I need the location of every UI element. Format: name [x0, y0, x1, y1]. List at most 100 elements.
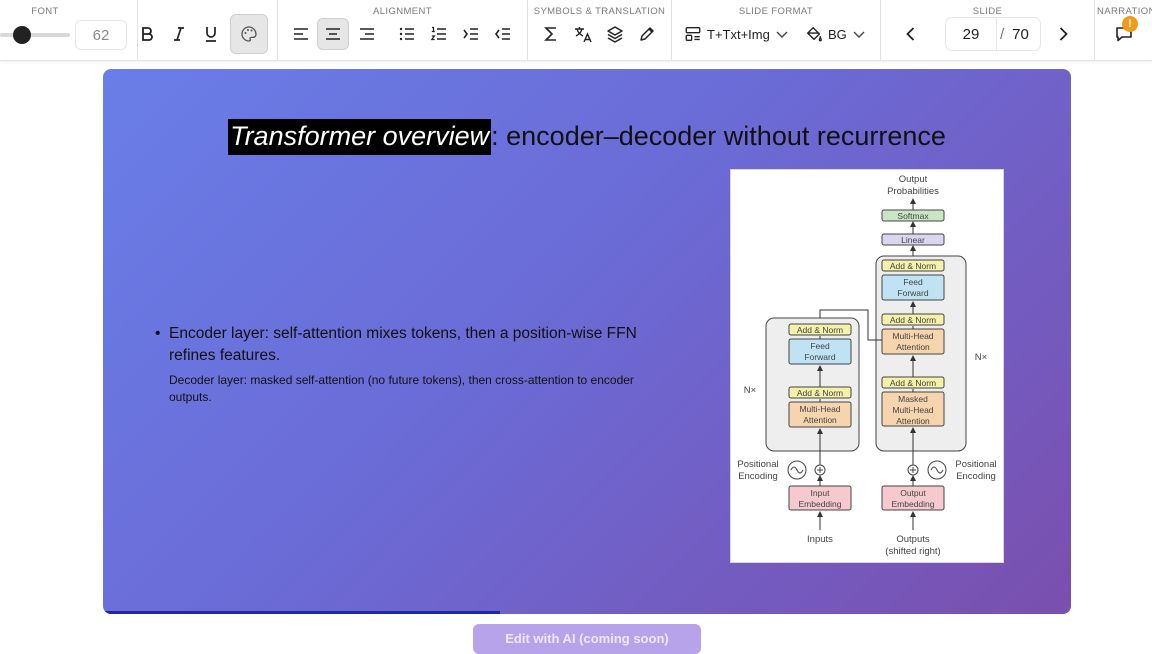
- diagram-multi-head-attention-label: Multi-Head: [799, 404, 840, 414]
- alignment-group-label: ALIGNMENT: [372, 6, 433, 17]
- sigma-icon: [544, 27, 556, 41]
- draw-button[interactable]: [632, 20, 662, 48]
- diagram-input-embedding-label: Input: [811, 488, 831, 498]
- outdent-icon: [495, 28, 510, 40]
- previous-slide-button[interactable]: [896, 20, 926, 48]
- slide-number-box: 29 / 70: [945, 17, 1041, 51]
- outdent-button[interactable]: [488, 20, 518, 48]
- diagram-output-embedding-label: Output: [900, 488, 926, 498]
- palette-icon: [241, 26, 257, 42]
- underline-button[interactable]: [196, 20, 226, 48]
- diagram-feed-forward-label: Feed: [903, 277, 923, 287]
- numbered-list-button[interactable]: [424, 20, 454, 48]
- narration-group: NARRATION: [1095, 0, 1152, 60]
- align-center-button[interactable]: [317, 18, 349, 50]
- diagram-positional-encoding-label: Encoding: [956, 471, 996, 482]
- toolbar: FONT 62 ALIGNMENT: [0, 0, 1152, 61]
- title-rest-text[interactable]: : encoder–decoder without recurrence: [491, 121, 946, 151]
- diagram-inputs-label: Inputs: [807, 534, 833, 545]
- diagram-outputs-label: Outputs: [896, 534, 930, 545]
- diagram-masked-attention-label: Attention: [896, 416, 930, 426]
- diagram-nx-label: N×: [975, 352, 987, 363]
- chevron-down-icon: [776, 31, 788, 38]
- font-size-input[interactable]: 62: [75, 20, 127, 50]
- transformer-diagram: Output Probabilities Softmax Linear Add …: [737, 174, 996, 557]
- diagram-feed-forward-label: Feed: [810, 341, 830, 351]
- diagram-linear-label: Linear: [901, 235, 925, 245]
- next-slide-button[interactable]: [1048, 20, 1078, 48]
- chevron-left-icon: [906, 27, 915, 41]
- bullet-item[interactable]: Decoder layer: masked self-attention (no…: [169, 373, 634, 404]
- align-left-icon: [294, 28, 308, 40]
- symbols-button[interactable]: [536, 20, 566, 48]
- edit-with-ai-button[interactable]: Edit with AI (coming soon): [473, 624, 701, 654]
- slide-number-input[interactable]: 29: [946, 18, 997, 50]
- font-group-label: FONT: [31, 6, 59, 17]
- background-value: BG: [828, 26, 847, 42]
- diagram-masked-attention-label: Multi-Head: [892, 405, 933, 415]
- diagram-output-embedding-label: Embedding: [891, 499, 934, 509]
- diagram-feed-forward-label: Forward: [897, 288, 928, 298]
- diagram-positional-encoding-label: Positional: [737, 459, 778, 470]
- indent-icon: [463, 28, 478, 40]
- slide-navigation-group: SLIDE: [881, 0, 1095, 60]
- bullet-list-icon: [399, 27, 414, 41]
- paint-bucket-icon: [807, 27, 822, 42]
- slide-separator: /: [1000, 25, 1005, 43]
- diagram-outputs-label: (shifted right): [885, 546, 940, 557]
- diagram-feed-forward-label: Forward: [804, 352, 835, 362]
- diagram-input-embedding-label: Embedding: [798, 499, 841, 509]
- background-dropdown[interactable]: BG: [805, 20, 866, 48]
- slide-format-group-label: SLIDE FORMAT: [738, 6, 814, 17]
- diagram-add-norm-label: Add & Norm: [890, 261, 936, 271]
- title-selected-text[interactable]: Transformer overview: [228, 119, 492, 155]
- align-right-icon: [360, 28, 374, 40]
- italic-icon: [174, 27, 184, 41]
- layout-value: T+Txt+Img: [707, 26, 770, 42]
- color-palette-button[interactable]: [230, 14, 268, 54]
- translate-button[interactable]: [568, 20, 598, 48]
- translate-icon: [575, 27, 592, 43]
- chevron-right-icon: [1059, 27, 1068, 41]
- narration-warning-badge: !: [1122, 16, 1138, 32]
- diagram-multi-head-attention-label: Attention: [803, 415, 837, 425]
- align-right-button[interactable]: [352, 20, 382, 48]
- numbered-list-icon: [430, 26, 446, 41]
- transformer-architecture-image[interactable]: Output Probabilities Softmax Linear Add …: [730, 169, 1004, 563]
- bullet-item[interactable]: Encoder layer: self-attention mixes toke…: [155, 323, 675, 367]
- bullet-list-button[interactable]: [392, 20, 422, 48]
- bold-icon: [142, 27, 153, 41]
- align-left-button[interactable]: [286, 20, 316, 48]
- slide-canvas[interactable]: Transformer overview: encoder–decoder wi…: [103, 69, 1071, 614]
- diagram-add-norm-label: Add & Norm: [797, 388, 843, 398]
- symbols-translation-group: SYMBOLS & TRANSLATION: [528, 0, 672, 60]
- slide-title[interactable]: Transformer overview: encoder–decoder wi…: [103, 119, 1071, 155]
- diagram-add-norm-label: Add & Norm: [890, 378, 936, 388]
- indent-button[interactable]: [456, 20, 486, 48]
- slide-group-label: SLIDE: [972, 6, 1003, 17]
- bold-button[interactable]: [132, 20, 162, 48]
- text-style-group: [128, 0, 278, 60]
- chevron-down-icon: [853, 31, 865, 38]
- layout-dropdown[interactable]: T+Txt+Img: [684, 20, 789, 48]
- symbols-group-label: SYMBOLS & TRANSLATION: [533, 6, 666, 17]
- diagram-multi-head-attention-label: Attention: [896, 342, 930, 352]
- layout-icon: [685, 27, 701, 41]
- diagram-output-probabilities-label: Probabilities: [887, 186, 939, 197]
- bullet-list[interactable]: Encoder layer: self-attention mixes toke…: [155, 323, 675, 406]
- diagram-multi-head-attention-label: Multi-Head: [892, 331, 933, 341]
- alignment-group: ALIGNMENT: [278, 0, 528, 60]
- slide-total: / 70: [1000, 18, 1029, 50]
- align-center-icon: [326, 28, 340, 40]
- layers-button[interactable]: [600, 20, 630, 48]
- underline-icon: [206, 27, 216, 42]
- diagram-add-norm-label: Add & Norm: [890, 315, 936, 325]
- font-size-slider-handle[interactable]: [13, 26, 31, 44]
- slide-progress-bar: [103, 611, 500, 614]
- italic-button[interactable]: [164, 20, 194, 48]
- font-size-slider-track[interactable]: [0, 33, 70, 37]
- narration-group-label: NARRATION: [1097, 6, 1152, 17]
- diagram-add-norm-label: Add & Norm: [797, 325, 843, 335]
- diagram-masked-attention-label: Masked: [898, 394, 928, 404]
- diagram-softmax-label: Softmax: [897, 211, 929, 221]
